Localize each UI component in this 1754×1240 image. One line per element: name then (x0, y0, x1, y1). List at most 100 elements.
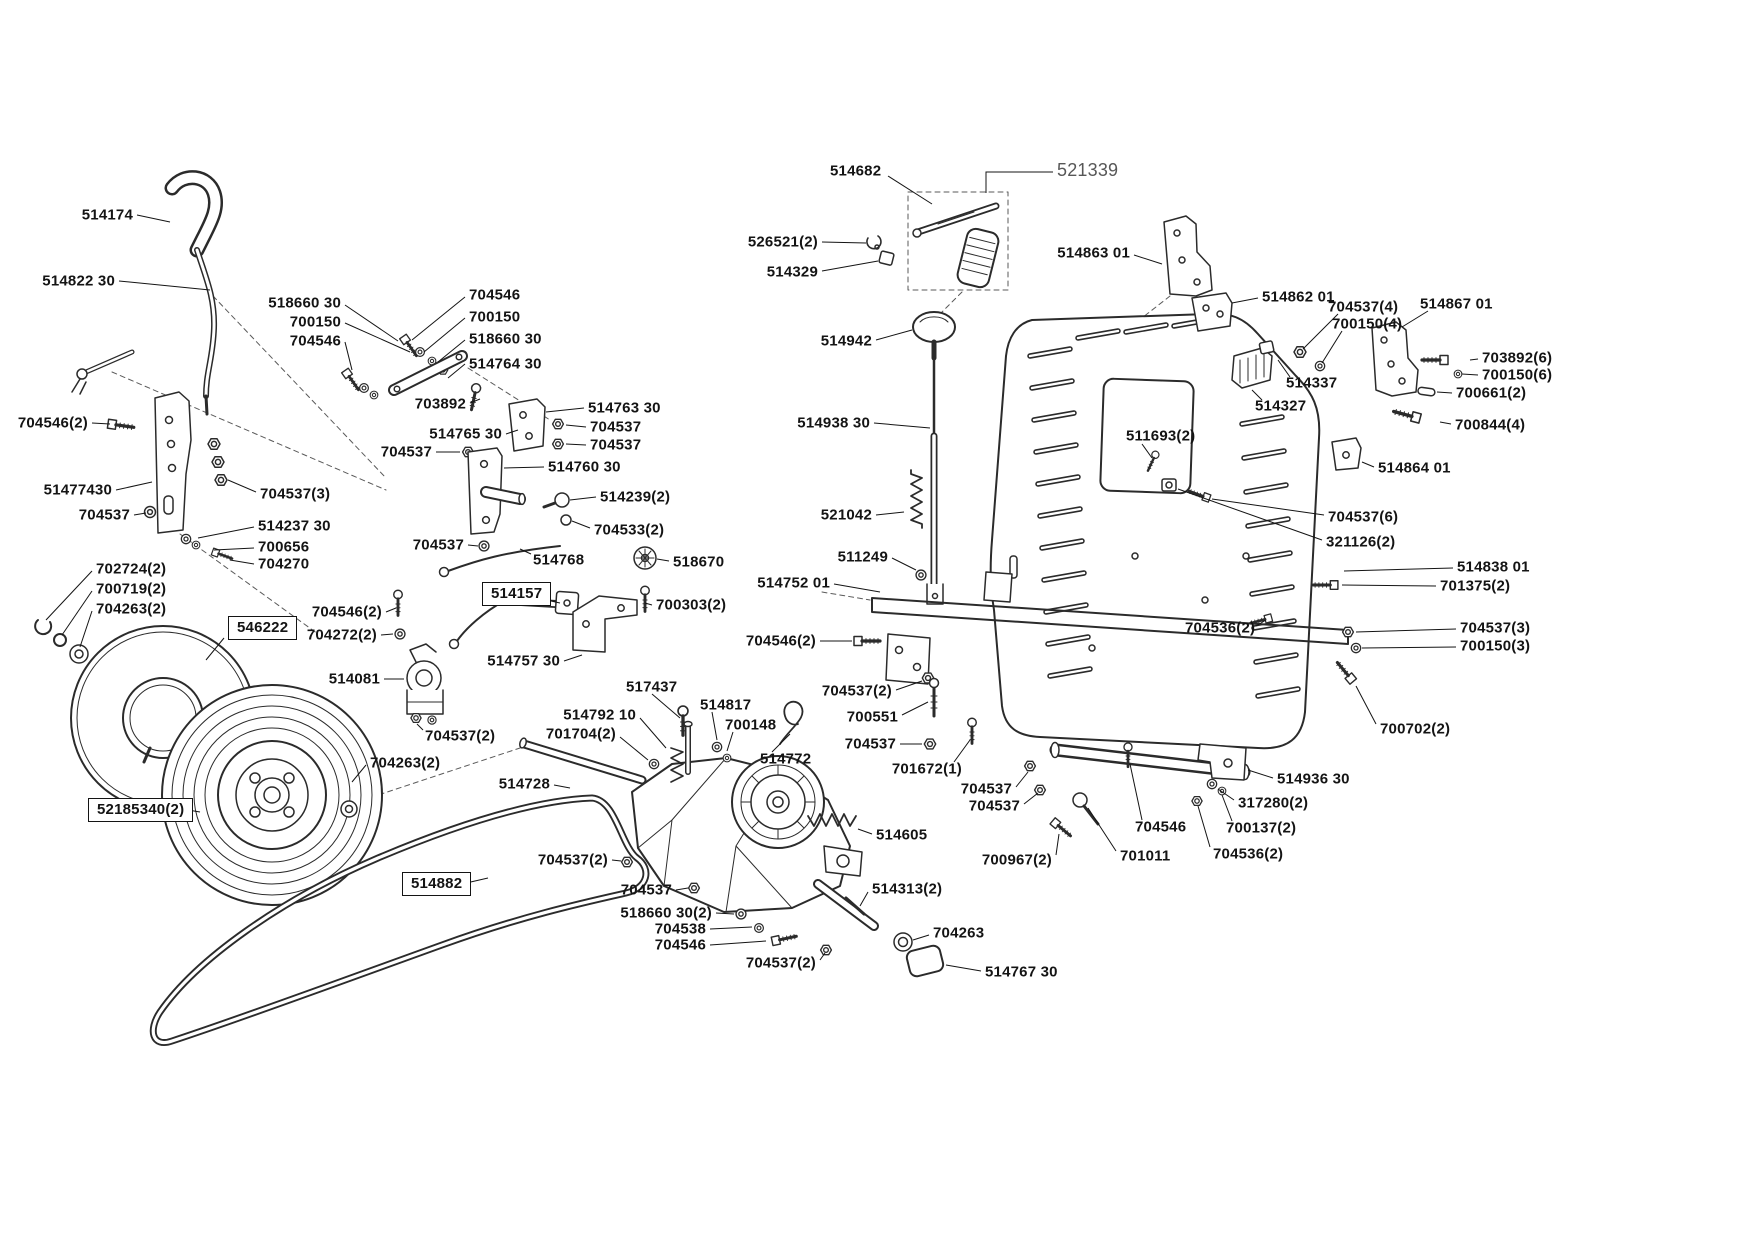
part-label: 514942 (820, 332, 872, 350)
part-label: 704537 (590, 418, 642, 436)
part-label: 704537(2) (425, 727, 496, 745)
part-label: 514867 01 (1420, 295, 1493, 313)
part-label: 514239(2) (600, 488, 671, 506)
part-label: 700719(2) (96, 580, 167, 598)
part-label: 514081 (328, 670, 380, 688)
part-label: 518660 30 (469, 330, 542, 348)
leader-lines (45, 171, 1479, 972)
part-label: 700150(4) (1332, 315, 1403, 333)
part-label: 514862 01 (1262, 288, 1335, 306)
part-label: 700661(2) (1456, 384, 1527, 402)
part-label: 514682 (830, 162, 882, 180)
part-label: 514764 30 (469, 355, 542, 373)
part-label: 514864 01 (1378, 459, 1451, 477)
part-label: 514772 (760, 750, 812, 768)
part-label: 704537(3) (1460, 619, 1531, 637)
part-label: 514767 30 (985, 963, 1058, 981)
part-label: 546222 (228, 616, 298, 640)
part-label: 704537(3) (260, 485, 331, 503)
part-label: 511249 (837, 548, 888, 566)
part-label: 704537(6) (1328, 508, 1399, 526)
part-label: 526521(2) (747, 233, 818, 251)
part-label: 700150 (289, 313, 341, 331)
part-label: 704537 (590, 436, 642, 454)
part-label: 514768 (533, 551, 585, 569)
part-label: 700844(4) (1455, 416, 1526, 434)
part-label: 514752 01 (757, 574, 830, 592)
part-label: 701672(1) (891, 760, 962, 778)
part-label: 704537 (968, 797, 1020, 815)
part-label: 701011 (1120, 847, 1171, 865)
part-label: 702724(2) (96, 560, 167, 578)
part-label: 514863 01 (1057, 244, 1130, 262)
part-label: 704536(2) (1185, 619, 1256, 637)
diagram-artwork (34, 170, 1463, 1046)
part-label: 514822 30 (42, 272, 115, 290)
part-label: 321126(2) (1326, 533, 1396, 551)
part-label: 703892(6) (1482, 349, 1553, 367)
part-label: 521042 (820, 506, 872, 524)
part-label: 704263 (933, 924, 985, 942)
part-label: 700150(3) (1460, 637, 1531, 655)
part-label: 514936 30 (1277, 770, 1350, 788)
part-label: 700656 (258, 538, 310, 556)
part-label: 514817 (700, 696, 752, 714)
part-label: 514938 30 (797, 414, 870, 432)
part-label: 704537 (844, 735, 896, 753)
part-label: 518660 30 (268, 294, 341, 312)
part-label: 514882 (402, 872, 472, 896)
part-label: 700148 (725, 716, 777, 734)
part-label: 704270 (258, 555, 310, 573)
part-label: 704546 (1135, 818, 1187, 836)
part-label: 518660 30(2) (620, 904, 712, 922)
part-label: 704537(4) (1328, 298, 1399, 316)
part-label: 704263(2) (370, 754, 441, 772)
part-label: 51477430 (43, 481, 112, 499)
part-label: 704537 (78, 506, 130, 524)
part-label: 704546 (654, 936, 706, 954)
part-label: 704537 (620, 881, 672, 899)
part-label: 700150(6) (1482, 366, 1553, 384)
part-label: 700150 (469, 308, 521, 326)
part-label: 514337 (1286, 374, 1338, 392)
part-label: 514763 30 (588, 399, 661, 417)
part-label: 514765 30 (429, 425, 502, 443)
part-label: 704546(2) (745, 632, 816, 650)
part-label: 514327 (1255, 397, 1307, 415)
part-label: 518670 (673, 553, 725, 571)
part-label: 700303(2) (656, 596, 727, 614)
part-label: 704537 (412, 536, 464, 554)
part-label: 704546 (289, 332, 341, 350)
part-label: 704537 (380, 443, 432, 461)
part-label: 514174 (81, 206, 133, 224)
part-label: 52185340(2) (88, 798, 194, 822)
part-label: 704546 (469, 286, 521, 304)
part-label: 700551 (846, 708, 898, 726)
part-label: 704537 (960, 780, 1012, 798)
part-label: 701704(2) (545, 725, 616, 743)
part-label: 700137(2) (1226, 819, 1297, 837)
part-label: 704537(2) (821, 682, 892, 700)
part-label: 700702(2) (1380, 720, 1451, 738)
part-label: 521339 (1057, 160, 1119, 180)
part-label: 514329 (766, 263, 818, 281)
part-label: 704263(2) (96, 600, 167, 618)
part-label: 704537(2) (537, 851, 608, 869)
part-label: 704546(2) (17, 414, 88, 432)
part-label: 511693(2) (1126, 427, 1196, 445)
part-label: 514728 (498, 775, 550, 793)
part-label: 514757 30 (487, 652, 560, 670)
part-label: 704538 (654, 920, 706, 938)
part-label: 514792 10 (563, 706, 636, 724)
part-label: 704536(2) (1213, 845, 1284, 863)
part-label: 704537(2) (745, 954, 816, 972)
part-label: 704546(2) (311, 603, 382, 621)
part-label: 704533(2) (594, 521, 665, 539)
part-label: 703892 (414, 395, 466, 413)
part-label: 514838 01 (1457, 558, 1530, 576)
part-label: 514313(2) (872, 880, 943, 898)
part-label: 517437 (626, 678, 678, 696)
